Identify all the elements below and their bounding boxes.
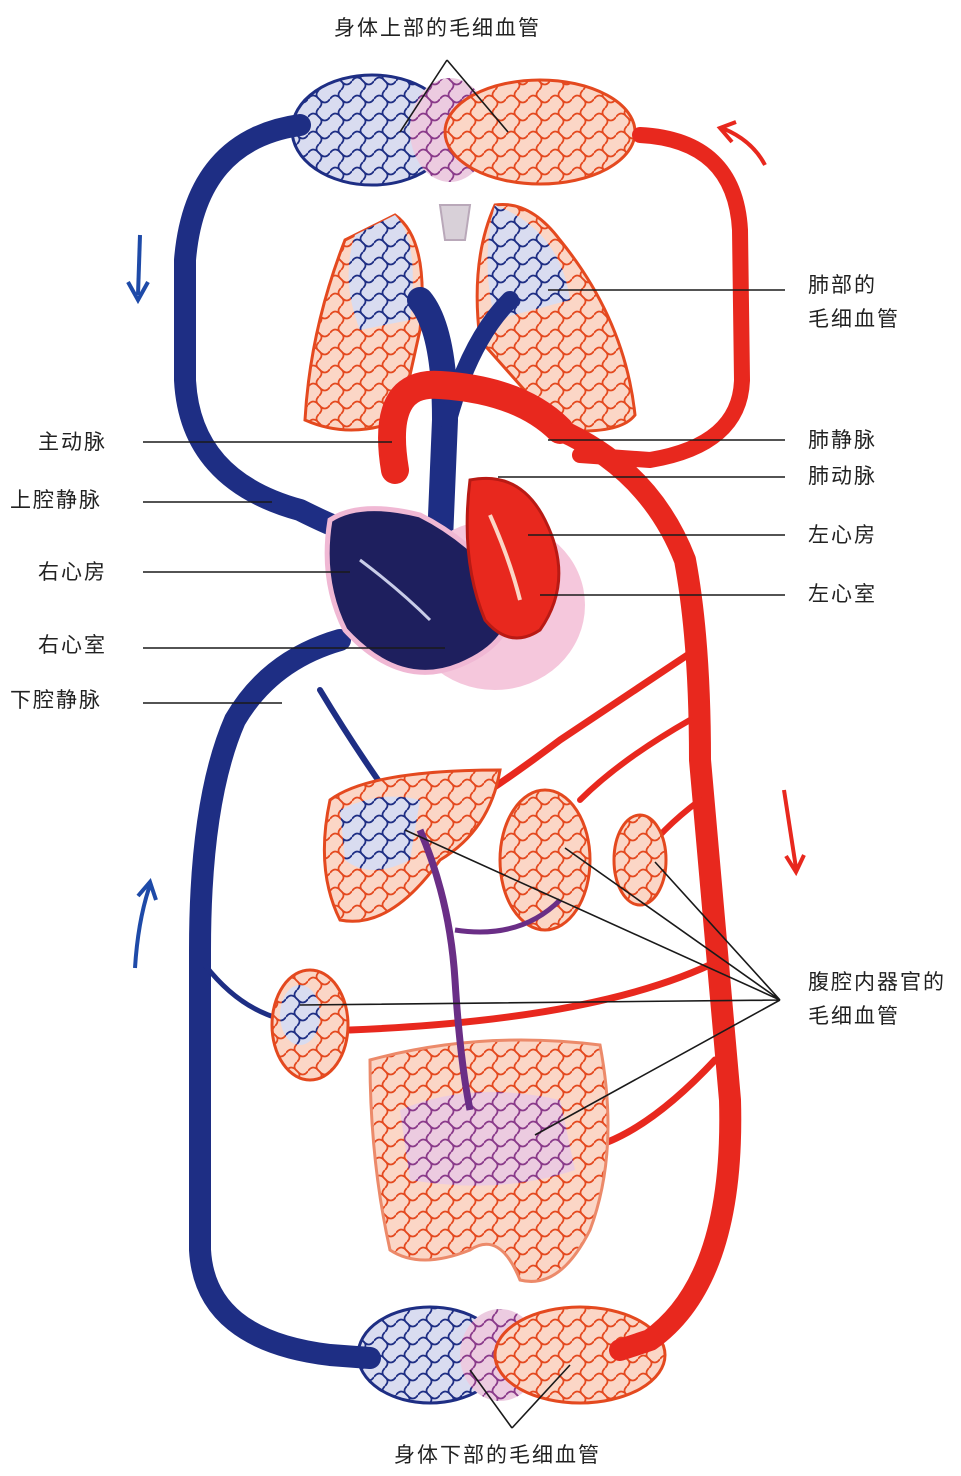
label-aorta: 主动脉 — [38, 432, 107, 453]
label-left-ventricle: 左心室 — [808, 584, 877, 605]
arrow-down-red-icon — [784, 790, 804, 872]
label-upper-body-capillaries: 身体上部的毛细血管 — [334, 18, 541, 39]
label-pulmonary-artery: 肺动脉 — [808, 466, 877, 487]
arrow-up-blue-icon — [135, 882, 156, 968]
label-lower-body-capillaries: 身体下部的毛细血管 — [394, 1445, 601, 1466]
label-left-atrium: 左心房 — [808, 525, 877, 546]
arrow-up-red-icon — [720, 122, 765, 165]
arrow-down-blue-icon — [128, 235, 148, 300]
label-right-ventricle: 右心室 — [38, 635, 107, 656]
abdominal-organs — [272, 770, 666, 1281]
heart — [327, 478, 585, 690]
label-inferior-vena-cava: 下腔静脉 — [10, 690, 102, 711]
label-pulmonary-vein: 肺静脉 — [808, 430, 877, 451]
label-lung-capillaries: 肺部的 毛细血管 — [808, 268, 958, 336]
label-superior-vena-cava: 上腔静脉 — [10, 490, 102, 511]
upper-body-capillaries — [292, 75, 635, 185]
label-abdominal-capillaries: 腹腔内器官的 毛细血管 — [808, 965, 958, 1033]
label-right-atrium: 右心房 — [38, 562, 107, 583]
